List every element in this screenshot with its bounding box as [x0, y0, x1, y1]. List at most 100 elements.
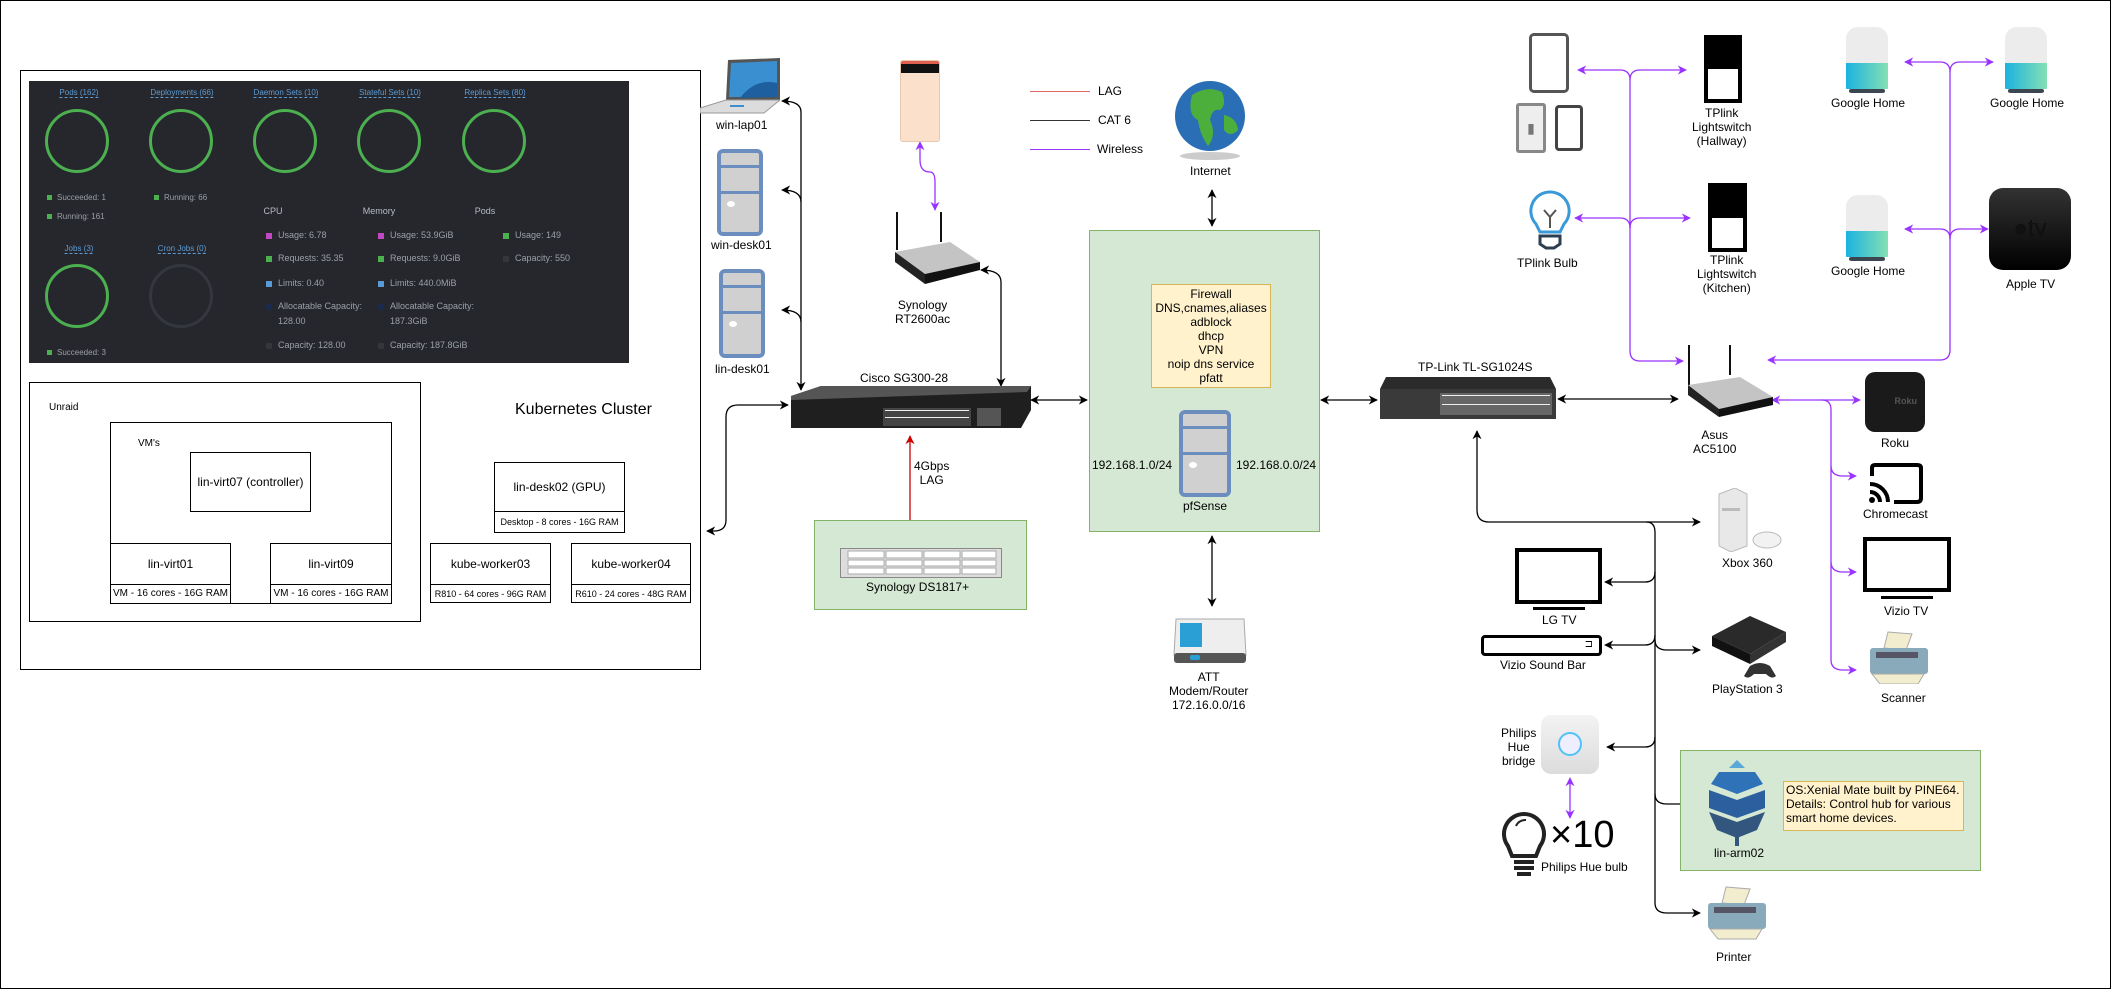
node-name: lin-virt01 [111, 544, 230, 585]
smart-bulb-icon[interactable] [1528, 190, 1572, 252]
node-name: kube-worker04 [572, 544, 690, 585]
hue-bridge-icon[interactable] [1541, 715, 1599, 774]
pfsense-label: pfSense [1183, 499, 1228, 513]
note-line: OS:Xenial Mate built by PINE64. [1786, 783, 1960, 797]
node-name: kube-worker03 [431, 544, 550, 585]
internet-label: Internet [1190, 164, 1231, 178]
legend-cat6-label: CAT 6 [1098, 113, 1131, 127]
pods-usage: Usage: 149 [503, 228, 561, 243]
service-item: DNS,cnames,aliases [1155, 301, 1267, 315]
node-spec: R810 - 64 cores - 96G RAM [434, 589, 547, 599]
lg-tv-icon[interactable] [1515, 548, 1602, 604]
node-name: lin-virt07 (controller) [197, 475, 304, 489]
memory-allocatable: Allocatable Capacity:187.3GiB [378, 299, 474, 329]
modem-icon[interactable] [1172, 615, 1248, 667]
jobs-ring [45, 264, 109, 328]
google-home-icon[interactable] [1846, 27, 1888, 93]
legend-item: Running: 161 [47, 212, 105, 221]
apple-tv-logo: ●tv [2013, 215, 2047, 242]
lg-tv-label: LG TV [1542, 613, 1577, 627]
globe-icon[interactable] [1172, 80, 1248, 162]
pfsense-services-note: Firewall DNS,cnames,aliases adblock dhcp… [1151, 284, 1271, 388]
google-home-icon[interactable] [1846, 195, 1888, 261]
chromecast-label: Chromecast [1863, 507, 1928, 521]
node-spec: R610 - 24 cores - 48G RAM [575, 589, 687, 599]
wifi-router-icon[interactable] [1685, 345, 1775, 425]
google-home-1-label: Google Home [1831, 96, 1906, 110]
vizio-tv-icon[interactable] [1863, 537, 1951, 592]
lightswitch-hallway-icon[interactable] [1704, 35, 1742, 103]
cpu-limits: Limits: 0.40 [266, 276, 324, 291]
ps3-icon[interactable] [1710, 614, 1786, 680]
roku-icon[interactable]: Roku [1865, 372, 1925, 432]
node-controller[interactable]: lin-virt07 (controller) [190, 452, 311, 512]
tablet-icon[interactable] [1529, 33, 1569, 93]
android-phone-icon[interactable]: ▮ [1516, 103, 1546, 153]
tplink-bulb-label: TPlink Bulb [1517, 256, 1578, 270]
workload-title[interactable]: Deployments (66) [150, 88, 214, 97]
node-lin-virt09[interactable]: lin-virt09 VM - 16 cores - 16G RAM [270, 543, 392, 604]
lan-left-subnet: 192.168.1.0/24 [1092, 458, 1173, 472]
memory-capacity: Capacity: 187.8GiB [378, 338, 468, 353]
tplink-switch-icon[interactable] [1380, 377, 1556, 425]
vms-label: VM's [138, 438, 160, 449]
workload-title[interactable]: Jobs (3) [64, 244, 94, 253]
node-spec: VM - 16 cores - 16G RAM [273, 588, 389, 599]
cpu-allocatable: Allocatable Capacity:128.00 [266, 299, 362, 329]
node-lin-virt01[interactable]: lin-virt01 VM - 16 cores - 16G RAM [110, 543, 231, 604]
pine64-icon[interactable] [1705, 758, 1769, 848]
printer-label: Printer [1716, 950, 1752, 964]
win-desk01-tower-icon[interactable] [717, 149, 763, 236]
pods-ring [45, 109, 109, 173]
nas-icon[interactable] [840, 548, 1002, 578]
nas-label: Synology DS1817+ [866, 580, 970, 594]
printer-icon[interactable] [1704, 885, 1770, 941]
soundbar-label: Vizio Sound Bar [1500, 658, 1586, 672]
memory-requests: Requests: 9.0GiB [378, 251, 461, 266]
service-item: pfatt [1199, 371, 1223, 385]
service-item: VPN [1198, 343, 1224, 357]
apple-tv-label: Apple TV [2006, 277, 2056, 291]
node-kube-worker03[interactable]: kube-worker03 R810 - 64 cores - 96G RAM [430, 543, 551, 603]
workload-title[interactable]: Stateful Sets (10) [359, 88, 421, 97]
node-kube-worker04[interactable]: kube-worker04 R610 - 24 cores - 48G RAM [571, 543, 691, 603]
lin-desk01-tower-icon[interactable] [719, 269, 765, 358]
laptop-icon[interactable] [700, 58, 780, 118]
google-home-icon[interactable] [2005, 27, 2047, 93]
soundbar-icon[interactable]: ⊐ [1481, 635, 1602, 656]
node-name: lin-desk02 (GPU) [495, 463, 624, 512]
workload-title[interactable]: Replica Sets (80) [464, 88, 526, 97]
vms-container [110, 422, 392, 604]
scanner-label: Scanner [1881, 691, 1926, 705]
legend-wireless-label: Wireless [1097, 142, 1144, 156]
legend-wireless-line [1030, 149, 1090, 150]
cpu-usage: Usage: 6.78 [266, 228, 327, 243]
pixel-phone-icon[interactable] [900, 60, 940, 142]
vizio-tv-label: Vizio TV [1884, 604, 1929, 618]
workload-title[interactable]: Cron Jobs (0) [157, 244, 207, 253]
pods-capacity: Capacity: 550 [503, 251, 570, 266]
apple-tv-icon[interactable]: ●tv [1989, 188, 2071, 270]
deployments-ring [149, 109, 213, 173]
chromecast-icon[interactable] [1866, 462, 1924, 506]
tv-stand [1881, 596, 1933, 599]
workload-title[interactable]: Daemon Sets (10) [253, 88, 319, 97]
cisco-switch-icon[interactable] [791, 386, 1031, 434]
memory-limits: Limits: 440.0MiB [378, 276, 457, 291]
scanner-icon[interactable] [1866, 630, 1932, 684]
lightswitch-kitchen-icon[interactable] [1708, 183, 1747, 252]
cpu-requests: Requests: 35.35 [266, 251, 344, 266]
wifi-router-icon[interactable] [890, 212, 980, 292]
cisco-label: Cisco SG300-28 [860, 371, 949, 385]
memory-usage: Usage: 53.9GiB [378, 228, 454, 243]
phone-icon[interactable] [1555, 105, 1583, 151]
pfsense-tower-icon[interactable] [1179, 410, 1231, 497]
node-lin-desk02[interactable]: lin-desk02 (GPU) Desktop - 8 cores - 16G… [494, 462, 625, 533]
cluster-title: Kubernetes Cluster [515, 401, 652, 418]
lin-arm02-label: lin-arm02 [1714, 846, 1765, 860]
xbox-icon[interactable] [1715, 488, 1785, 552]
workload-title[interactable]: Pods (162) [59, 88, 99, 97]
k8s-dashboard-screenshot: Pods (162) Deployments (66) Daemon Sets … [29, 81, 629, 363]
